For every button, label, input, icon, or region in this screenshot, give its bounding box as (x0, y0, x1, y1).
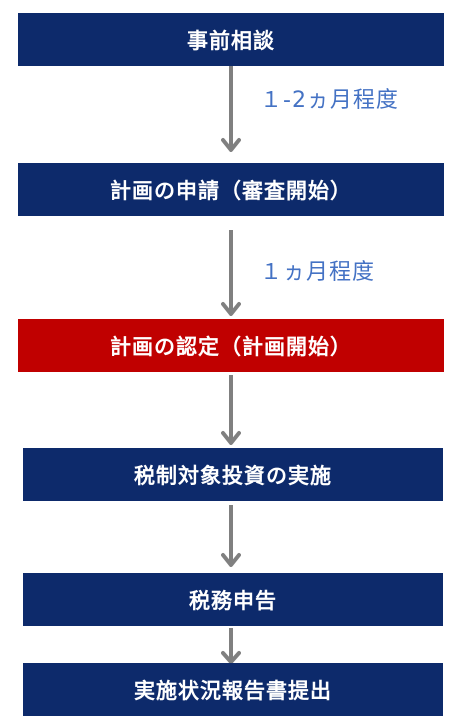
duration-label-1: １-2ヵ月程度 (260, 88, 399, 113)
step-label: 計画の申請（審査開始） (110, 178, 352, 203)
duration-label-2: １ヵ月程度 (260, 260, 376, 285)
step-label: 実施状況報告書提出 (134, 678, 332, 703)
step-label: 税制対象投資の実施 (134, 463, 332, 488)
step-label: 事前相談 (187, 28, 275, 53)
step-label: 計画の認定（計画開始） (110, 334, 352, 359)
step-label: 税務申告 (189, 588, 277, 613)
down-arrow-icon (221, 628, 241, 664)
down-arrow-icon (221, 375, 241, 445)
down-arrow-icon (221, 66, 241, 152)
step-certification: 計画の認定（計画開始） (18, 319, 444, 372)
step-tax-filing: 税務申告 (23, 573, 443, 626)
step-status-report: 実施状況報告書提出 (23, 663, 443, 716)
down-arrow-icon (221, 230, 241, 316)
down-arrow-icon (221, 505, 241, 567)
step-investment: 税制対象投資の実施 (23, 448, 443, 501)
step-application: 計画の申請（審査開始） (18, 163, 444, 216)
step-pre-consultation: 事前相談 (18, 13, 444, 66)
